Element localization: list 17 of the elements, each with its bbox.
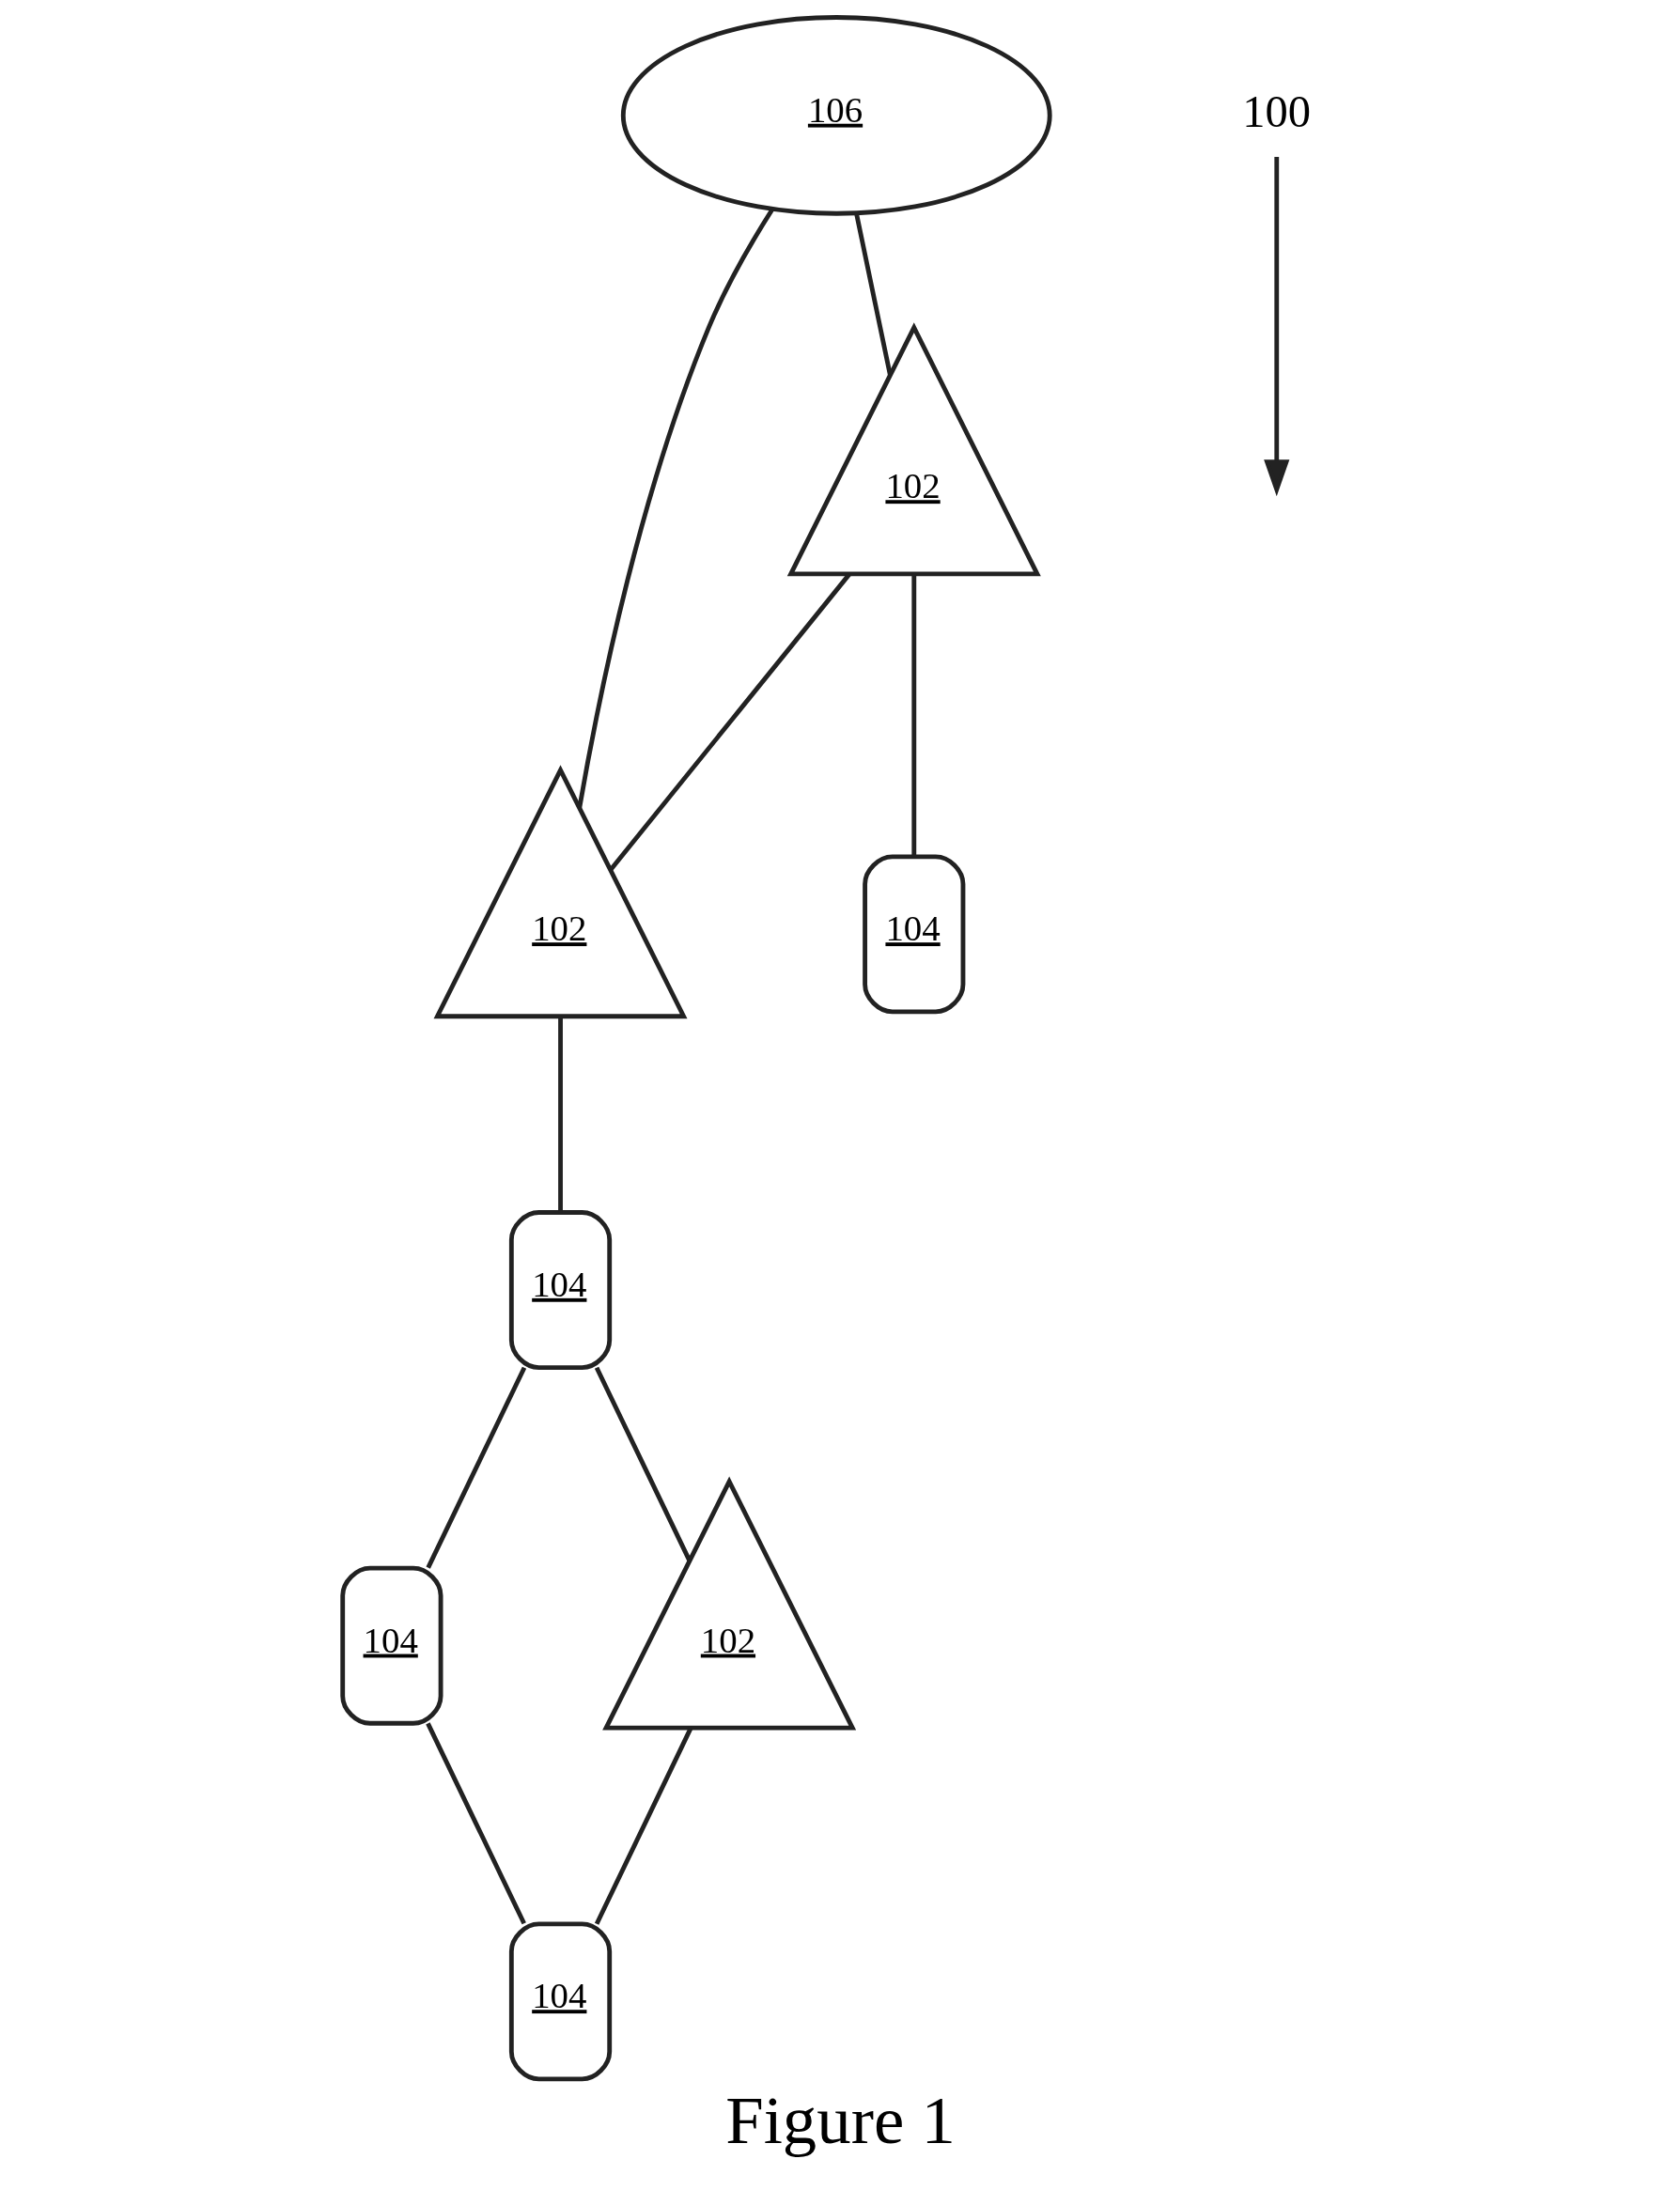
connector: [853, 212, 893, 376]
node-box: 104: [508, 1210, 612, 1370]
connector: [425, 1722, 526, 1925]
node-box: 104: [862, 854, 965, 1015]
node-ellipse: 106: [620, 15, 1052, 216]
connector: [594, 1727, 692, 1925]
node-text: 100: [1241, 86, 1311, 137]
node-box: 104: [339, 1565, 443, 1726]
connector: [910, 574, 916, 857]
arrow: [1263, 156, 1289, 497]
connector: [557, 1017, 563, 1213]
node-box: 104: [508, 1921, 612, 2082]
connector: [594, 1366, 692, 1562]
connector: [576, 208, 774, 808]
connector: [426, 1366, 526, 1569]
connector: [608, 572, 851, 872]
caption: Figure 1: [724, 2081, 956, 2158]
